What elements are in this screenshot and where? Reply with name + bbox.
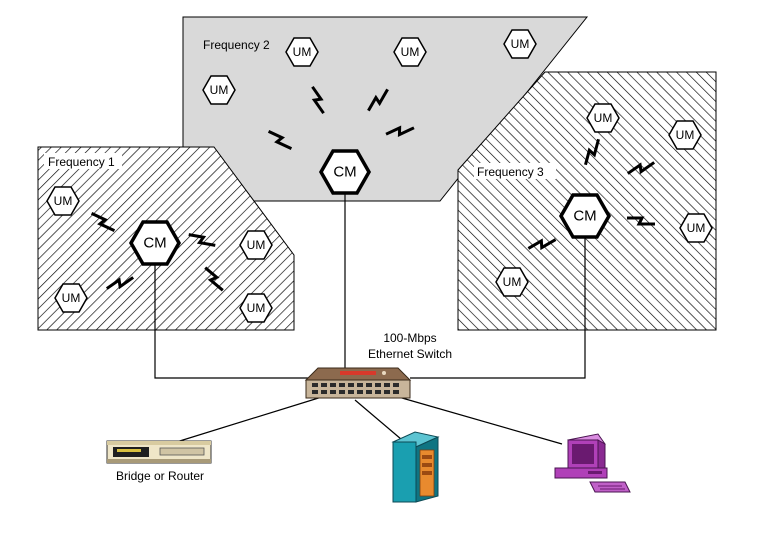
ethernet-switch-icon	[304, 367, 412, 399]
svg-text:UM: UM	[293, 45, 312, 59]
cm-node: CM	[318, 149, 372, 195]
um-nodes: UM UM UM UM UM UM UM UM	[46, 29, 713, 323]
label-bridge-router: Bridge or Router	[116, 469, 204, 483]
um-node: UM	[586, 103, 620, 133]
um-node: UM	[503, 29, 537, 59]
um-node: UM	[239, 293, 273, 323]
svg-text:UM: UM	[511, 37, 530, 51]
label-frequency-1: Frequency 1	[48, 155, 115, 169]
um-node: UM	[495, 267, 529, 297]
switch-label-line2: Ethernet Switch	[368, 347, 452, 361]
svg-text:CM: CM	[573, 208, 596, 225]
svg-text:CM: CM	[143, 235, 166, 252]
um-node: UM	[285, 37, 319, 67]
svg-text:CM: CM	[333, 164, 356, 181]
svg-text:UM: UM	[247, 301, 266, 315]
svg-text:UM: UM	[401, 45, 420, 59]
label-frequency-3: Frequency 3	[477, 165, 544, 179]
svg-text:UM: UM	[247, 238, 266, 252]
um-node: UM	[46, 186, 80, 216]
svg-text:UM: UM	[594, 111, 613, 125]
switch-label-line1: 100-Mbps	[383, 331, 436, 345]
svg-text:UM: UM	[54, 194, 73, 208]
bridge-router-icon	[106, 440, 212, 464]
wired-links	[154, 190, 586, 446]
um-node: UM	[202, 75, 236, 105]
um-node: UM	[668, 120, 702, 150]
cm-node: CM	[128, 220, 182, 266]
um-node: UM	[54, 283, 88, 313]
um-node: UM	[393, 37, 427, 67]
svg-text:UM: UM	[62, 291, 81, 305]
desktop-computer-icon	[554, 433, 631, 493]
svg-text:UM: UM	[503, 275, 522, 289]
server-tower-icon	[391, 431, 440, 503]
um-node: UM	[679, 213, 713, 243]
label-frequency-2: Frequency 2	[203, 38, 270, 52]
cm-node: CM	[558, 193, 612, 239]
cell-frequency-2	[182, 16, 589, 202]
svg-text:UM: UM	[687, 221, 706, 235]
svg-text:UM: UM	[210, 83, 229, 97]
um-node: UM	[239, 230, 273, 260]
svg-text:UM: UM	[676, 128, 695, 142]
